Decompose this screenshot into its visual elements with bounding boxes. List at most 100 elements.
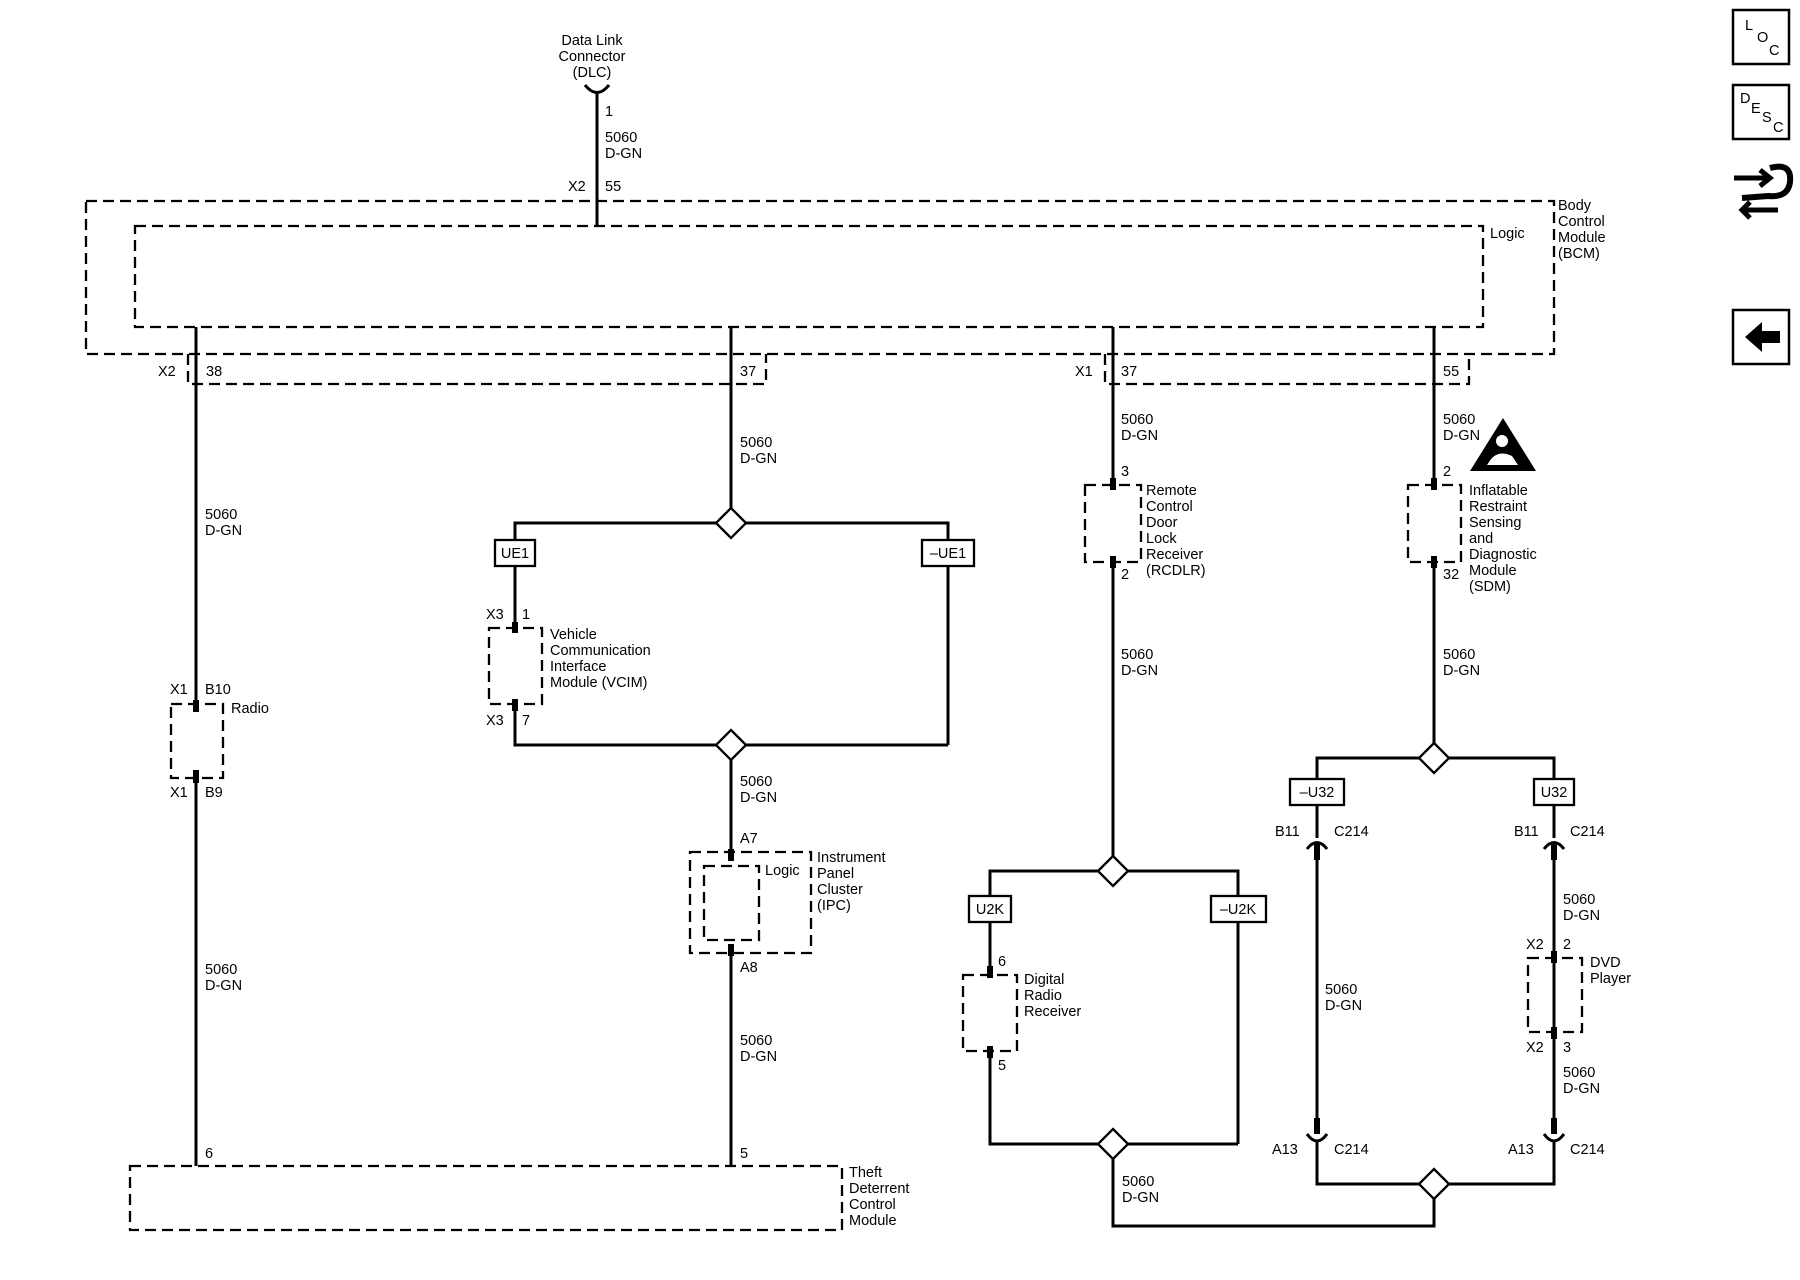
ipc-color-below: D-GN bbox=[740, 1049, 777, 1065]
dlc-bcm-conn: X2 bbox=[568, 179, 586, 195]
dlc-bcm-pin: 55 bbox=[605, 179, 621, 195]
ipc-outline bbox=[688, 850, 813, 955]
sdm-option-left: –U32 bbox=[1300, 785, 1335, 801]
drr-to-sdm-wire bbox=[1111, 1144, 1436, 1228]
dlc-color: D-GN bbox=[605, 146, 642, 162]
desc-letter-s: S bbox=[1762, 110, 1772, 126]
vcim-name-4: Module (VCIM) bbox=[550, 675, 648, 691]
vcim-option-left-box bbox=[493, 538, 537, 568]
drr-outline bbox=[961, 973, 1019, 1053]
vcim-branch-circuit: 5060 bbox=[740, 435, 772, 451]
loc-letter-o: O bbox=[1757, 30, 1768, 46]
drr-color-below: D-GN bbox=[1122, 1190, 1159, 1206]
drr-top-pin: 6 bbox=[998, 954, 1006, 970]
tdcm: 6 5 Theft Deterrent Control Module bbox=[128, 1146, 909, 1232]
ipc-circuit-above: 5060 bbox=[740, 774, 772, 790]
bcm-x1-connector bbox=[1103, 354, 1471, 386]
airbag-warning-icon bbox=[1470, 418, 1536, 471]
ipc-logic-outline bbox=[702, 864, 761, 942]
drr-bottom-pin: 5 bbox=[998, 1058, 1006, 1074]
desc-letter-e: E bbox=[1751, 101, 1761, 117]
u2k-option-right-box bbox=[1209, 894, 1268, 924]
vcim-branch-pin: 37 bbox=[740, 364, 756, 380]
ipc-name-4: (IPC) bbox=[817, 898, 851, 914]
c214-left-top-terminal bbox=[1305, 841, 1329, 850]
rcdlr-name-6: (RCDLR) bbox=[1146, 563, 1206, 579]
radio-outline bbox=[169, 702, 225, 780]
ipc-top-pin: A7 bbox=[740, 831, 758, 847]
vcim-branch-color: D-GN bbox=[740, 451, 777, 467]
rcdlr-name-3: Door bbox=[1146, 515, 1178, 531]
dvd-top-terminal bbox=[1542, 841, 1566, 850]
bcm-outline bbox=[84, 199, 1556, 356]
desc-letter-c: C bbox=[1773, 120, 1783, 136]
tdcm-name-2: Deterrent bbox=[849, 1181, 909, 1197]
sdm-name-7: (SDM) bbox=[1469, 579, 1511, 595]
u32-splice-top bbox=[1417, 741, 1451, 775]
rcdlr-name-4: Lock bbox=[1146, 531, 1177, 547]
radio-top-pin: B10 bbox=[205, 682, 231, 698]
rcdlr-branch-circuit: 5060 bbox=[1121, 412, 1153, 428]
rcdlr-name-2: Control bbox=[1146, 499, 1193, 515]
drr-return-wire bbox=[988, 1051, 1238, 1146]
left-branch-circuit: 5060 bbox=[205, 507, 237, 523]
inline-left-bottom-conn: C214 bbox=[1334, 1142, 1369, 1158]
sdm-top-pin: 2 bbox=[1443, 464, 1451, 480]
rcdlr-branch-conn: X1 bbox=[1075, 364, 1093, 380]
sdm-branch: 55 5060 D-GN 2 Inflatable Restraint Sens… bbox=[1288, 327, 1576, 807]
inline-left-top-pin: B11 bbox=[1275, 824, 1300, 840]
rcdlr-branch: X1 37 5060 D-GN 3 Remote Control Door Lo… bbox=[967, 327, 1268, 1144]
drr-name-2: Radio bbox=[1024, 988, 1062, 1004]
dlc-name-3: (DLC) bbox=[573, 65, 612, 81]
sdm-name-5: Diagnostic bbox=[1469, 547, 1537, 563]
u2k-option-left-box bbox=[967, 894, 1013, 924]
ipc-name-2: Panel bbox=[817, 866, 854, 882]
dvd-color-below: D-GN bbox=[1563, 1081, 1600, 1097]
dvd-top-pin: B11 bbox=[1514, 824, 1539, 840]
bcm-logic-label: Logic bbox=[1490, 226, 1525, 242]
loc-letter-c: C bbox=[1769, 43, 1779, 59]
bcm-name-1: Body bbox=[1558, 198, 1592, 214]
left-branch-conn: X2 bbox=[158, 364, 176, 380]
vcim-splice-bottom bbox=[714, 728, 748, 762]
sdm-name-2: Restraint bbox=[1469, 499, 1527, 515]
inline-left-color: D-GN bbox=[1325, 998, 1362, 1014]
sdm-branch-pin: 55 bbox=[1443, 364, 1459, 380]
inline-left-bottom-pin: A13 bbox=[1272, 1142, 1298, 1158]
radio-name: Radio bbox=[231, 701, 269, 717]
dvd-pin-out-conn: X2 bbox=[1526, 1040, 1544, 1056]
bcm-name-4: (BCM) bbox=[1558, 246, 1600, 262]
dlc-name-2: Connector bbox=[559, 49, 626, 65]
connector-icon[interactable] bbox=[1734, 163, 1794, 220]
ipc-name-1: Instrument bbox=[817, 850, 886, 866]
desc-button[interactable]: D E S C bbox=[1731, 83, 1791, 141]
loc-letter-l: L bbox=[1745, 18, 1753, 34]
rcdlr-outline bbox=[1083, 483, 1143, 564]
dvd-pin-in-conn: X2 bbox=[1526, 937, 1544, 953]
ipc-color-above: D-GN bbox=[740, 790, 777, 806]
bcm-x2-connector bbox=[186, 354, 768, 386]
vcim-bottom-conn: X3 bbox=[486, 713, 504, 729]
bcm-name-2: Control bbox=[1558, 214, 1605, 230]
sdm-bottom-pin: 32 bbox=[1443, 567, 1459, 583]
sdm-circuit-below: 5060 bbox=[1443, 647, 1475, 663]
vcim-option-left: UE1 bbox=[501, 546, 529, 562]
back-arrow-icon[interactable] bbox=[1731, 308, 1791, 366]
radio-top-conn: X1 bbox=[170, 682, 188, 698]
rcdlr-circuit-below: 5060 bbox=[1121, 647, 1153, 663]
dvd-color-above: D-GN bbox=[1563, 908, 1600, 924]
inline-left-circuit: 5060 bbox=[1325, 982, 1357, 998]
dvd-bottom-conn: C214 bbox=[1570, 1142, 1605, 1158]
sdm-name-3: Sensing bbox=[1469, 515, 1521, 531]
c214-left-bottom-terminal bbox=[1305, 1133, 1329, 1143]
rcdlr-name-5: Receiver bbox=[1146, 547, 1203, 563]
dvd-bottom-terminal bbox=[1542, 1133, 1566, 1143]
desc-letter-d: D bbox=[1740, 91, 1750, 107]
loc-button[interactable]: L O C bbox=[1731, 8, 1791, 66]
bcm-logic-outline bbox=[133, 224, 1485, 329]
vcim-outline bbox=[487, 626, 544, 706]
rcdlr-top-pin: 3 bbox=[1121, 464, 1129, 480]
dvd-pin-in: 2 bbox=[1563, 937, 1571, 953]
dlc-name-1: Data Link bbox=[561, 33, 623, 49]
